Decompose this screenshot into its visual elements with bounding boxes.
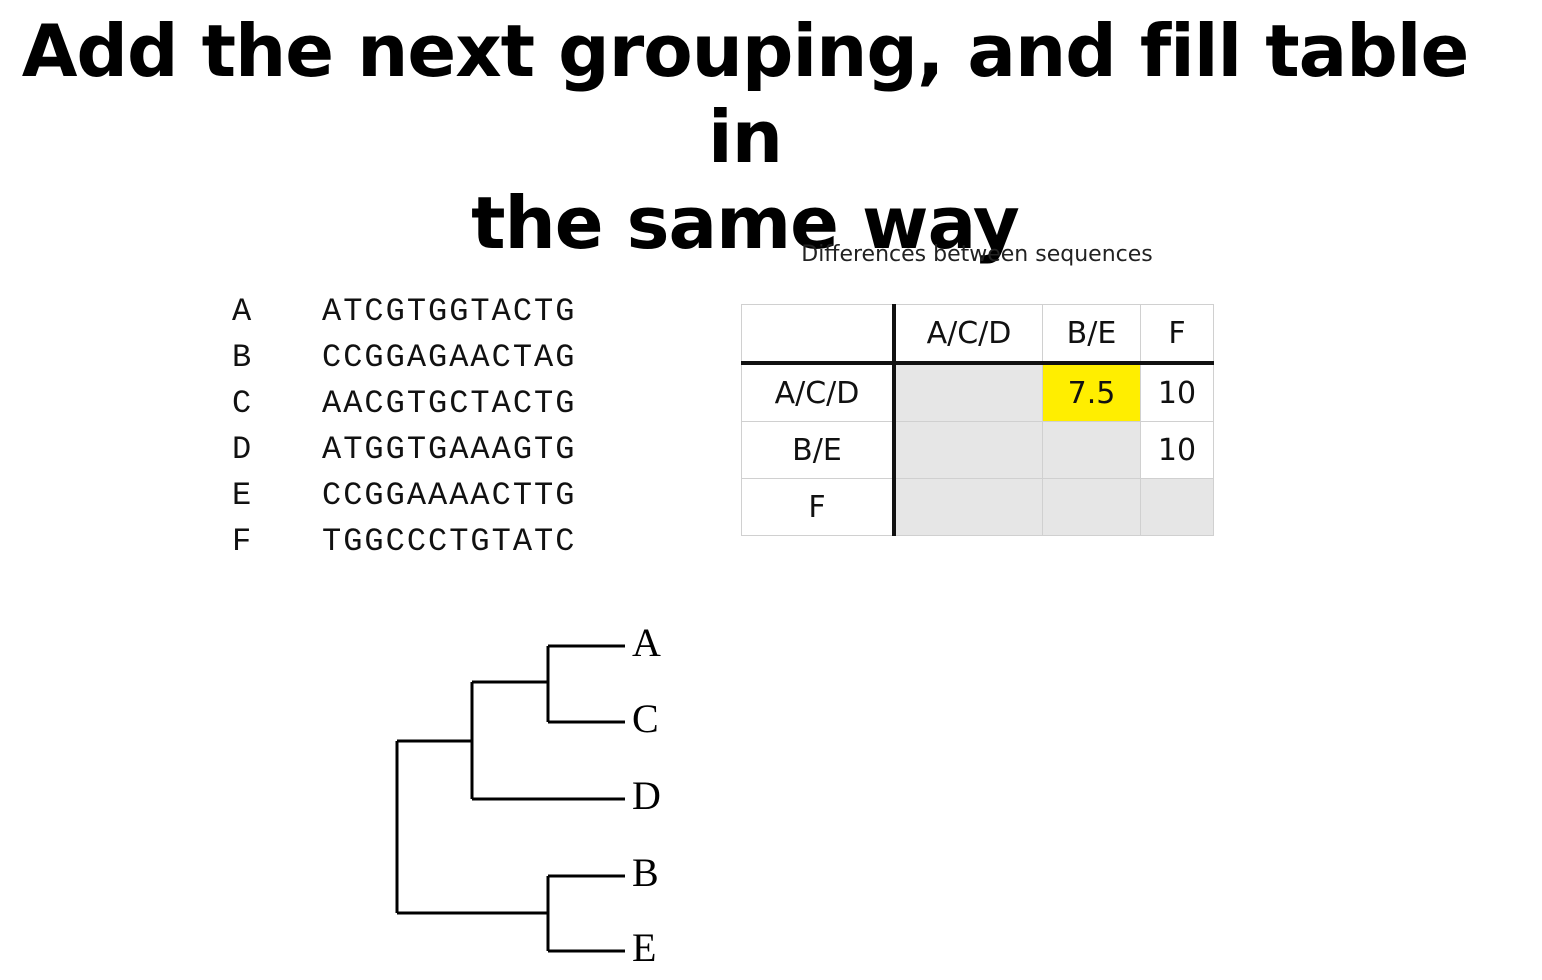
table-cell: 10 [1140,362,1214,422]
tree-leaf-label: D [632,773,661,818]
sequence-row: A ATCGTGGTACTG [232,292,576,338]
table-cell [1042,478,1141,536]
sequence-row: F TGGCCCTGTATC [232,522,576,568]
row-header: A/C/D [741,362,896,422]
tree-branches [395,644,625,953]
sequence-label: B [232,339,252,376]
sequence-label: C [232,385,252,422]
title-line-2: the same way [471,181,1020,265]
sequence-row: B CCGGAGAACTAG [232,338,576,384]
table-row: B/E 10 [741,421,1214,479]
sequence-label: A [232,293,252,330]
table-cell [1042,421,1141,479]
distance-table: A/C/D B/E F A/C/D 7.5 10 B/E 10 F [741,304,1214,536]
table-cell [893,478,1043,536]
table-caption: Differences between sequences [801,242,1153,267]
sequence-label: D [232,431,252,468]
tree-leaf-label: C [632,696,659,741]
sequence-label: E [232,477,252,514]
sequence-value: ATCGTGGTACTG [322,293,577,330]
sequence-row: D ATGGTGAAAGTG [232,430,576,476]
sequence-list: A ATCGTGGTACTG B CCGGAGAACTAG C AACGTGCTACT… [232,292,576,568]
table-cell [893,362,1043,422]
sequence-value: ATGGTGAAAGTG [322,431,577,468]
slide-title: Add the next grouping, and fill table in… [0,8,1490,266]
column-header: F [1140,304,1214,365]
sequence-value: CCGGAAAACTTG [322,477,577,514]
sequence-label: F [232,523,252,560]
table-cell: 10 [1140,421,1214,479]
table-header-row: A/C/D B/E F [741,304,1214,365]
sequence-row: E CCGGAAAACTTG [232,476,576,522]
column-header: B/E [1042,304,1141,365]
table-cell [893,421,1043,479]
title-line-1: Add the next grouping, and fill table in [21,9,1470,179]
sequence-row: C AACGTGCTACTG [232,384,576,430]
tree-leaf-label: E [632,925,656,970]
table-row: F [741,478,1214,536]
sequence-value: TGGCCCTGTATC [322,523,577,560]
tree-leaf-label: B [632,850,659,895]
row-header: B/E [741,421,896,479]
phylogenetic-tree: A C D B E [395,620,661,970]
column-header: A/C/D [893,304,1043,365]
table-cell [1140,478,1214,536]
tree-leaf-label: A [632,620,661,665]
row-header: F [741,478,896,536]
sequence-value: AACGTGCTACTG [322,385,577,422]
sequence-value: CCGGAGAACTAG [322,339,577,376]
table-row: A/C/D 7.5 10 [741,362,1214,422]
table-corner-cell [741,304,896,365]
table-cell-highlighted: 7.5 [1042,362,1141,422]
